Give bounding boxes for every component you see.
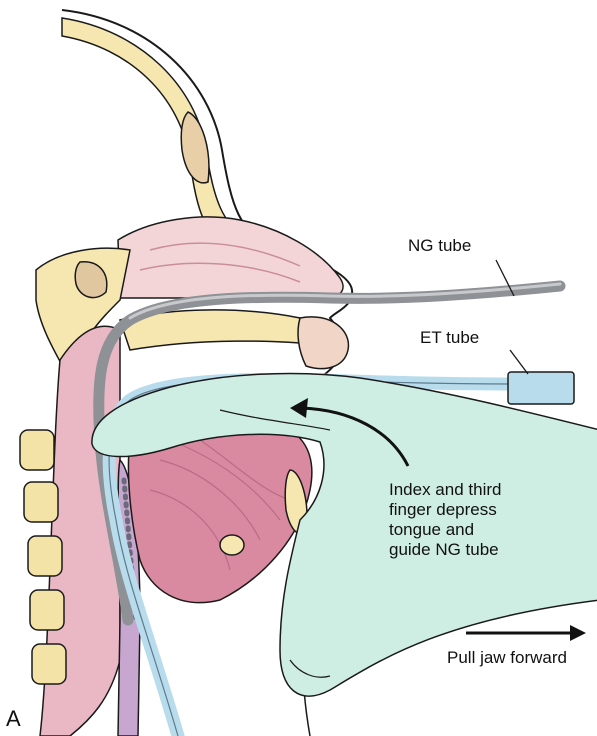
et-tube-connector bbox=[508, 372, 574, 404]
vertebra bbox=[32, 644, 66, 684]
instruction-line: tongue and bbox=[389, 520, 589, 540]
vertebra bbox=[30, 590, 64, 630]
upper-lip bbox=[298, 317, 348, 369]
vertebra bbox=[28, 536, 62, 576]
instruction-line: Index and third bbox=[389, 480, 589, 500]
pull-jaw-arrow-head bbox=[570, 625, 586, 641]
vertebra bbox=[20, 430, 54, 470]
instruction-line: finger depress bbox=[389, 500, 589, 520]
panel-letter: A bbox=[6, 706, 21, 732]
hyoid-bone bbox=[220, 535, 244, 555]
et-tube-leader bbox=[510, 350, 528, 374]
et-tube-label: ET tube bbox=[420, 328, 479, 348]
instruction-line: guide NG tube bbox=[389, 540, 589, 560]
pull-jaw-label: Pull jaw forward bbox=[447, 648, 567, 668]
instruction-label: Index and third finger depress tongue an… bbox=[389, 480, 589, 560]
vertebra bbox=[24, 482, 58, 522]
frontal-sinus bbox=[181, 112, 209, 183]
ng-tube-label: NG tube bbox=[408, 236, 471, 256]
nasal-cavity bbox=[118, 217, 343, 298]
